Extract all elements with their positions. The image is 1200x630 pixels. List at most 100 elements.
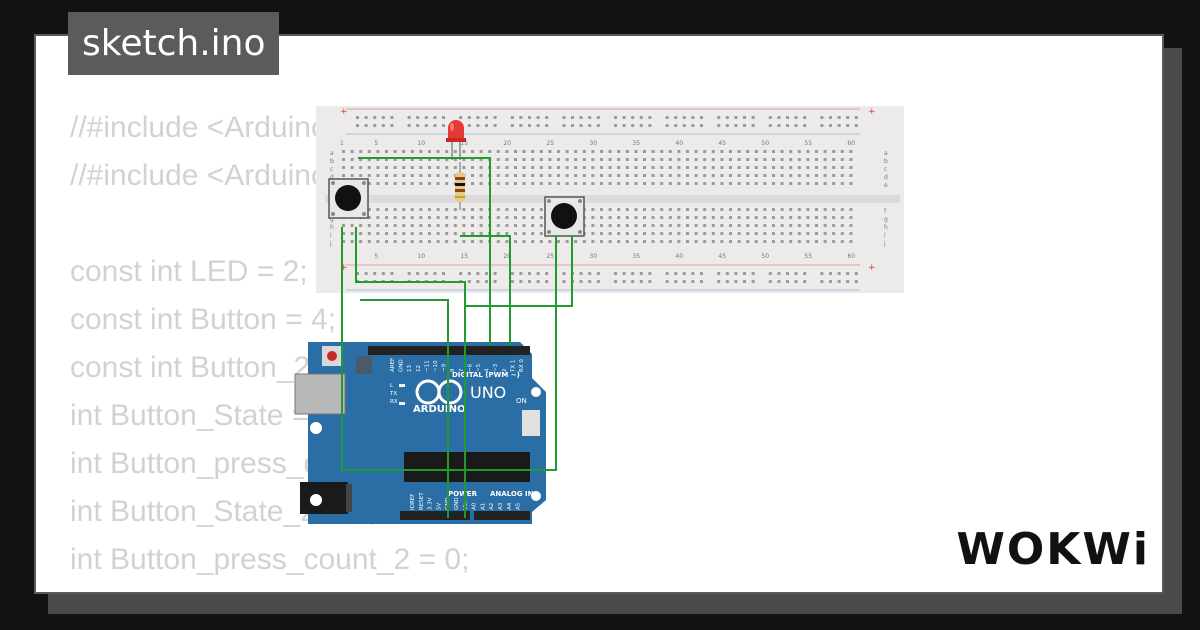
column-number: 15 bbox=[460, 140, 468, 147]
code-line: const int Button = 4; bbox=[70, 303, 337, 336]
power-pin-label: GND bbox=[454, 497, 460, 510]
column-number: 1 bbox=[340, 140, 344, 147]
column-number: 30 bbox=[589, 253, 597, 260]
column-number: 10 bbox=[417, 140, 425, 147]
digital-pin-label: TX 1 bbox=[510, 360, 516, 373]
arduino-model-label: UNO bbox=[470, 383, 506, 402]
digital-pin-label: ~9 bbox=[442, 363, 448, 372]
arduino-power-label: POWER bbox=[448, 490, 478, 498]
row-letter: g bbox=[330, 216, 334, 223]
row-letter: h bbox=[884, 224, 888, 231]
power-pin-label: A5 bbox=[516, 502, 522, 510]
power-pin-label: RESET bbox=[419, 492, 425, 510]
rail-plus-label-right: + bbox=[868, 107, 876, 117]
column-number: 60 bbox=[847, 140, 855, 147]
column-number: 5 bbox=[374, 140, 378, 147]
digital-pin-label: ~5 bbox=[476, 363, 482, 372]
resistor[interactable] bbox=[455, 162, 465, 210]
row-letter: a bbox=[330, 150, 334, 157]
power-pin-label: A3 bbox=[498, 502, 504, 510]
power-pin-label: A1 bbox=[480, 503, 486, 510]
power-pin-label: 5V bbox=[436, 503, 442, 510]
arduino-analog-label: ANALOG IN bbox=[490, 490, 534, 498]
row-letter: b bbox=[330, 158, 334, 165]
power-pin-label: A4 bbox=[507, 502, 513, 510]
power-pin-label: 3.3V bbox=[428, 497, 434, 510]
power-pin-label: IOREF bbox=[410, 494, 416, 510]
digital-pin-label: 12 bbox=[416, 365, 422, 372]
wire-resistor bbox=[460, 235, 511, 346]
arduino-uno[interactable]: ARDUINO UNO DIGITAL (PWM ~) ON POWER ANA… bbox=[294, 342, 546, 524]
wire-button1-b bbox=[355, 227, 466, 518]
column-number: 35 bbox=[632, 140, 640, 147]
digital-pin-label: 4 bbox=[485, 368, 491, 372]
row-letter: c bbox=[330, 166, 333, 173]
code-line: int Button_press_count_2 = 0; bbox=[70, 543, 470, 576]
column-number: 15 bbox=[460, 253, 468, 260]
column-number: 45 bbox=[718, 140, 726, 147]
column-number: 50 bbox=[761, 140, 769, 147]
row-letter: j bbox=[329, 240, 332, 247]
pushbutton-2[interactable] bbox=[544, 196, 585, 237]
digital-pin-label: ~3 bbox=[493, 363, 499, 372]
row-letter: g bbox=[884, 216, 888, 223]
row-letter: h bbox=[330, 224, 334, 231]
status-led-label: L bbox=[390, 383, 394, 389]
column-number: 45 bbox=[718, 253, 726, 260]
column-number: 40 bbox=[675, 253, 683, 260]
column-number: 50 bbox=[761, 253, 769, 260]
column-number: 55 bbox=[804, 140, 812, 147]
power-pin-label: A2 bbox=[489, 503, 495, 510]
digital-pin-label: AREF bbox=[390, 358, 396, 372]
row-letter: i bbox=[884, 232, 886, 239]
led-red[interactable] bbox=[446, 120, 466, 160]
power-pin-label: A0 bbox=[472, 502, 478, 510]
row-letter: a bbox=[884, 150, 888, 157]
file-title-tab[interactable]: sketch.ino bbox=[68, 12, 280, 75]
digital-pin-label: ~10 bbox=[433, 360, 439, 372]
wire-button2 bbox=[464, 236, 573, 346]
arduino-digital-label: DIGITAL (PWM ~) bbox=[452, 371, 520, 379]
rail-plus-label: + bbox=[340, 107, 348, 117]
wires bbox=[341, 157, 573, 518]
column-number: 60 bbox=[847, 253, 855, 260]
row-letter: i bbox=[330, 232, 332, 239]
digital-pin-label: ~11 bbox=[424, 360, 430, 372]
rail-plus-label-bottom-right: + bbox=[868, 263, 876, 273]
row-letter: b bbox=[884, 158, 888, 165]
digital-pin-label: 13 bbox=[407, 365, 413, 372]
column-number: 5 bbox=[374, 253, 378, 260]
arduino-brand-label: ARDUINO bbox=[413, 404, 465, 415]
status-led-label: RX bbox=[390, 399, 398, 405]
digital-pin-label: 8 bbox=[450, 368, 456, 372]
column-number: 20 bbox=[503, 140, 511, 147]
digital-pin-label: ~6 bbox=[467, 363, 473, 372]
code-line: const int LED = 2; bbox=[70, 255, 308, 288]
digital-pin-label: 7 bbox=[459, 368, 465, 372]
wire-gnd bbox=[360, 299, 449, 518]
row-letter: d bbox=[884, 174, 888, 181]
column-number: 25 bbox=[546, 140, 554, 147]
column-number: 40 bbox=[675, 140, 683, 147]
arduino-on-label: ON bbox=[516, 397, 527, 405]
digital-pin-label: GND bbox=[399, 359, 405, 372]
wire-led bbox=[358, 157, 491, 346]
row-letter: e bbox=[884, 182, 888, 189]
row-letter: f bbox=[884, 208, 887, 215]
digital-pin-label: RX 0 bbox=[519, 359, 525, 372]
wokwi-logo: WOKWi bbox=[956, 524, 1150, 575]
row-letter: j bbox=[883, 240, 886, 247]
column-number: 20 bbox=[503, 253, 511, 260]
status-led-label: TX bbox=[389, 391, 397, 397]
rail-plus-label-bottom: + bbox=[340, 263, 348, 273]
row-letter: c bbox=[884, 166, 887, 173]
column-number: 35 bbox=[632, 253, 640, 260]
column-number: 10 bbox=[417, 253, 425, 260]
pushbutton-1[interactable] bbox=[328, 178, 369, 219]
column-number: 25 bbox=[546, 253, 554, 260]
digital-pin-label: 2 bbox=[502, 369, 508, 373]
column-number: 30 bbox=[589, 140, 597, 147]
column-number: 55 bbox=[804, 253, 812, 260]
